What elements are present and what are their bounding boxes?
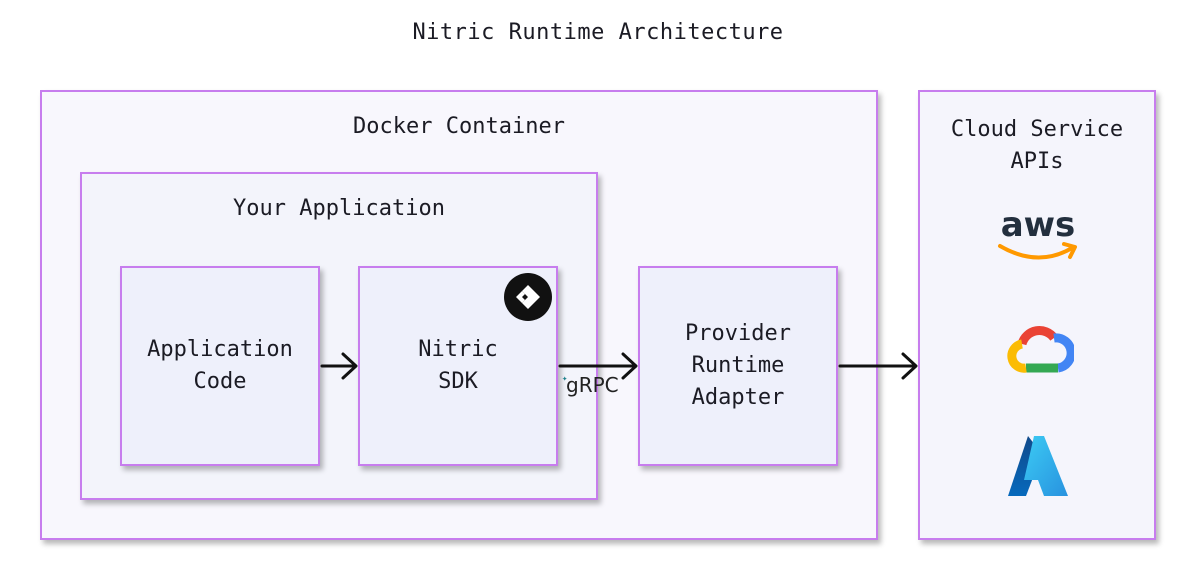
grpc-label: gRPC xyxy=(566,373,619,397)
provider-runtime-adapter-label: Provider Runtime Adapter xyxy=(685,321,791,410)
your-application-label: Your Application xyxy=(233,196,445,221)
arrow-sdk-to-adapter-head xyxy=(621,352,638,380)
arrow-adapter-to-cloud-head xyxy=(901,352,918,380)
nitric-sdk-label: Nitric SDK xyxy=(418,337,498,394)
provider-runtime-adapter-box: Provider Runtime Adapter xyxy=(638,266,838,466)
diagram-title: Nitric Runtime Architecture xyxy=(412,20,784,45)
arrow-code-to-sdk-head xyxy=(341,352,358,380)
google-cloud-logo-icon xyxy=(1007,326,1074,373)
grpc-logo-mark: ✦ xyxy=(562,374,568,384)
aws-wordmark: aws xyxy=(1001,206,1076,245)
docker-container-label: Docker Container xyxy=(353,114,565,139)
azure-logo-icon xyxy=(1008,436,1068,496)
application-code-box: Application Code xyxy=(120,266,320,466)
nitric-logo-icon xyxy=(504,273,552,321)
aws-logo-icon: aws xyxy=(998,206,1077,260)
application-code-label: Application Code xyxy=(147,337,293,394)
cloud-service-apis-label: Cloud Service APIs xyxy=(950,117,1124,174)
